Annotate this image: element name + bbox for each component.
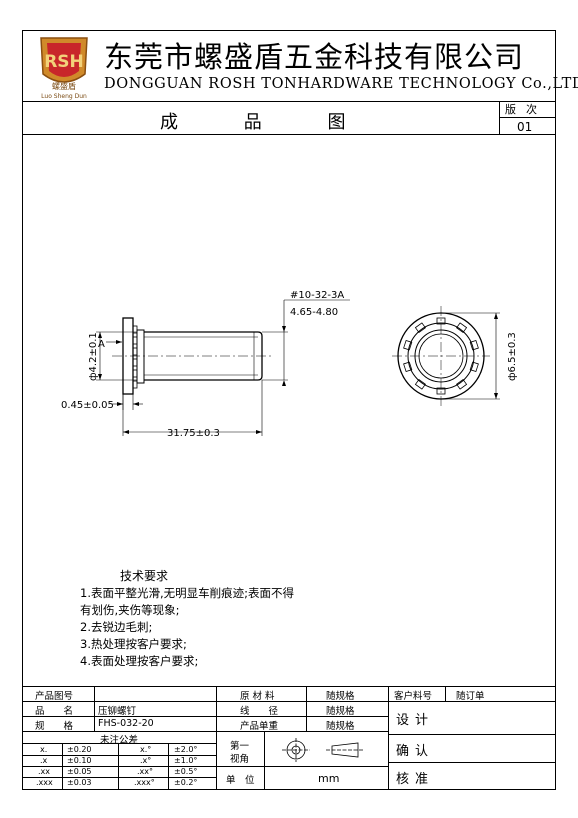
requirement-1-cont: 有划伤,夹伤等现象; — [80, 603, 180, 617]
wire-value: 随规格 — [326, 706, 355, 717]
shank-dia-label: ф4.2±0.1 — [88, 332, 99, 381]
requirement-3: 3.热处理按客户要求; — [80, 637, 187, 651]
section-title: 成 品 图 — [160, 112, 346, 133]
name-value: 压铆螺钉 — [98, 706, 137, 717]
projection-label-2: 视角 — [230, 754, 250, 765]
name-label: 品 名 — [35, 706, 74, 717]
weight-label: 产品单重 — [240, 721, 279, 732]
unit-label: 单 位 — [226, 775, 255, 786]
requirements-title: 技术要求 — [120, 569, 169, 583]
title-block-top — [22, 686, 556, 687]
logo-caption: 螺盛盾 — [52, 81, 76, 91]
confirm-label: 确认 — [396, 744, 435, 759]
approve-label: 核准 — [396, 772, 435, 787]
thread-spec-label: #10-32-3A — [290, 290, 344, 301]
company-name-en: DONGGUAN ROSH TONHARDWARE TECHNOLOGY Co.… — [104, 76, 578, 92]
material-label: 原 材 料 — [240, 691, 275, 702]
projection-label-1: 第一 — [230, 741, 250, 752]
company-logo: RSH 螺盛盾 Luo Sheng Dun — [35, 34, 93, 100]
requirement-2: 2.去锐边毛刺; — [80, 620, 153, 634]
first-angle-projection-icon — [282, 738, 364, 762]
requirement-4: 4.表面处理按客户要求; — [80, 654, 199, 668]
company-name-cn: 东莞市螺盛盾五金科技有限公司 — [104, 40, 525, 74]
material-value: 随规格 — [326, 691, 355, 702]
design-label: 设计 — [396, 713, 435, 728]
total-length-label: 31.75±0.3 — [167, 428, 220, 439]
weight-value: 随规格 — [326, 721, 355, 732]
spec-label: 规 格 — [35, 721, 74, 732]
header-divider — [22, 101, 556, 102]
spec-value: FHS-032-20 — [98, 718, 154, 729]
version-label: 版次 — [505, 103, 547, 116]
product-code-label: 产品图号 — [35, 691, 74, 702]
head-dia-label: ф6.5±0.3 — [507, 332, 518, 381]
thread-length-label: 4.65-4.80 — [290, 307, 338, 318]
logo-text: RSH — [44, 52, 84, 72]
unit-value: mm — [318, 772, 340, 785]
customer-no-label: 客户料号 — [394, 691, 433, 702]
datum-label: A — [98, 339, 105, 350]
wire-label: 线 径 — [240, 706, 279, 717]
title-divider — [22, 134, 556, 135]
undercut — [136, 329, 145, 384]
logo-subcaption: Luo Sheng Dun — [41, 93, 87, 100]
requirement-1: 1.表面平整光滑,无明显车削痕迹;表面不得 — [80, 586, 295, 600]
customer-no-value: 随订单 — [456, 691, 485, 702]
version-value: 01 — [517, 120, 533, 134]
head-thickness-label: 0.45±0.05 — [61, 400, 114, 411]
tolerance-title: 未注公差 — [100, 735, 139, 746]
drawing-frame — [22, 30, 556, 790]
